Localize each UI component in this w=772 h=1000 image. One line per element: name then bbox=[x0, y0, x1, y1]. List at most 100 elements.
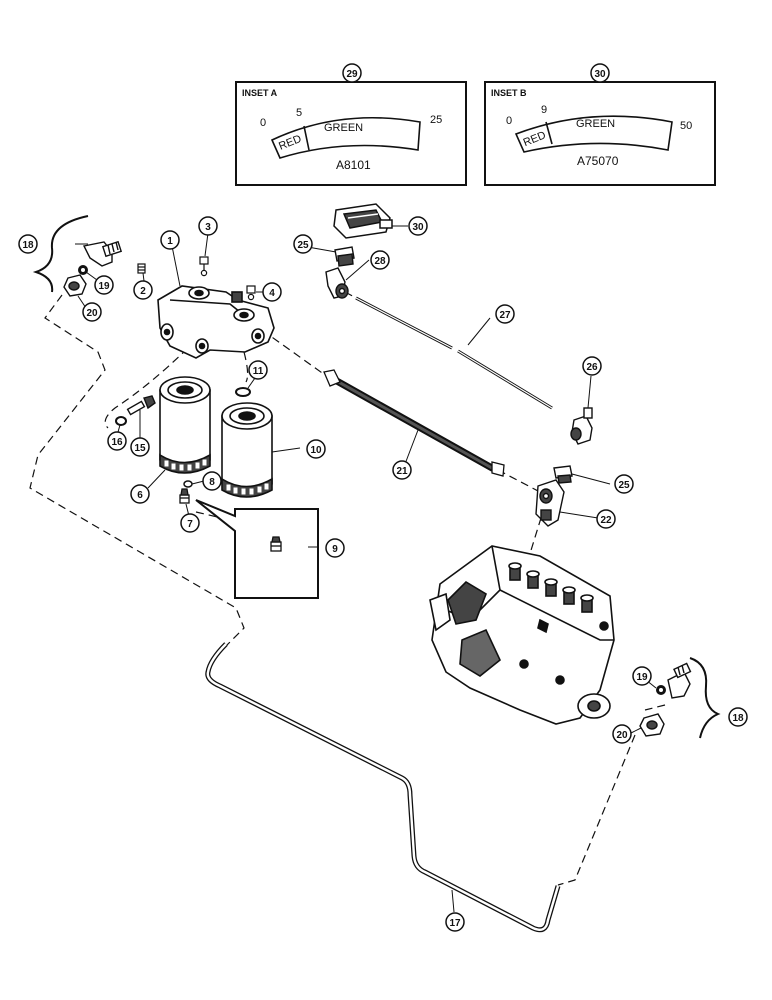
callout-25-top-label: 25 bbox=[297, 240, 309, 251]
callout-7-label: 7 bbox=[187, 519, 193, 530]
inset-a: INSET A RED GREEN 0 5 25 A8101 bbox=[235, 81, 467, 186]
callout-21: 21 bbox=[392, 460, 412, 480]
inset-b-red-limit: 9 bbox=[541, 104, 547, 116]
leader-lines bbox=[75, 225, 657, 913]
callout-30: 30 bbox=[408, 216, 428, 236]
callout-15: 15 bbox=[130, 437, 150, 457]
plug-4 bbox=[246, 285, 256, 301]
callout-28: 28 bbox=[370, 250, 390, 270]
callout-15-label: 15 bbox=[134, 443, 146, 454]
callout-17: 17 bbox=[445, 912, 465, 932]
callout-20-right-label: 20 bbox=[616, 730, 628, 741]
inset-b-min: 0 bbox=[506, 115, 512, 127]
callout-30-inset: 30 bbox=[590, 63, 610, 83]
callout-11-label: 11 bbox=[253, 366, 264, 377]
inset-a-part-code: A8101 bbox=[336, 158, 371, 172]
callout-18-right: 18 bbox=[728, 707, 748, 727]
callout-3-label: 3 bbox=[205, 222, 211, 233]
drain-plug-7 bbox=[179, 488, 190, 504]
bracket-left bbox=[32, 215, 89, 293]
callout-22-label: 22 bbox=[600, 515, 612, 526]
inset-a-min: 0 bbox=[260, 117, 266, 129]
inset-b-red-divider bbox=[545, 121, 553, 145]
callout-8-label: 8 bbox=[209, 477, 215, 488]
callout-7: 7 bbox=[180, 513, 200, 533]
callout-4-label: 4 bbox=[269, 288, 275, 299]
bolt-15 bbox=[126, 395, 156, 416]
filter-10 bbox=[221, 402, 273, 498]
hose-21 bbox=[323, 369, 505, 477]
inset-a-max: 25 bbox=[430, 114, 442, 126]
inset-b: INSET B RED GREEN 0 9 50 A75070 bbox=[484, 81, 716, 186]
ring-19-right bbox=[656, 685, 666, 695]
tee-fitting-22 bbox=[535, 479, 565, 527]
seal-8 bbox=[183, 480, 193, 488]
callout-18-left: 18 bbox=[18, 234, 38, 254]
inset-b-part-code: A75070 bbox=[577, 154, 619, 168]
callout-18-left-label: 18 bbox=[22, 240, 34, 251]
plug-3 bbox=[199, 256, 209, 277]
callout-17-label: 17 bbox=[449, 918, 461, 929]
ring-19-left bbox=[78, 265, 88, 275]
callout-11: 11 bbox=[248, 360, 268, 380]
callout-21-label: 21 bbox=[396, 466, 408, 477]
callout-20-right: 20 bbox=[612, 724, 632, 744]
inset-b-gauge-band bbox=[514, 115, 673, 153]
callout-25-top: 25 bbox=[293, 234, 313, 254]
bracket-right bbox=[689, 657, 721, 739]
inset-a-red-limit: 5 bbox=[296, 107, 302, 119]
inset-9 bbox=[195, 499, 319, 599]
seal-ring-11 bbox=[235, 387, 251, 397]
inset-a-title: INSET A bbox=[242, 88, 278, 98]
callout-19-left: 19 bbox=[94, 275, 114, 295]
callout-16: 16 bbox=[107, 431, 127, 451]
callout-27-label: 27 bbox=[499, 310, 511, 321]
callout-6-label: 6 bbox=[137, 490, 143, 501]
inset-b-title: INSET B bbox=[491, 88, 527, 98]
callout-2-label: 2 bbox=[140, 286, 146, 297]
callout-18-right-label: 18 bbox=[732, 713, 744, 724]
callout-19-right: 19 bbox=[632, 666, 652, 686]
callout-1: 1 bbox=[160, 230, 180, 250]
inset-b-max: 50 bbox=[680, 120, 692, 132]
callout-16-label: 16 bbox=[111, 437, 123, 448]
callout-9: 9 bbox=[325, 538, 345, 558]
callout-6: 6 bbox=[130, 484, 150, 504]
callout-19-right-label: 19 bbox=[636, 672, 648, 683]
callout-10: 10 bbox=[306, 439, 326, 459]
callout-1-label: 1 bbox=[167, 236, 173, 247]
elbow-fitting-left bbox=[82, 240, 123, 267]
callout-25-bottom-label: 25 bbox=[618, 480, 630, 491]
washer-16 bbox=[115, 416, 127, 426]
elbow-26 bbox=[570, 407, 593, 445]
callout-28-label: 28 bbox=[374, 256, 386, 267]
injection-pump bbox=[429, 545, 615, 725]
callout-20-left-label: 20 bbox=[86, 308, 98, 319]
inset-9-plug bbox=[270, 536, 282, 552]
callout-8: 8 bbox=[202, 471, 222, 491]
callout-30-inset-label: 30 bbox=[594, 69, 606, 80]
callout-20-left: 20 bbox=[82, 302, 102, 322]
gauge-30 bbox=[333, 203, 393, 239]
tube-27 bbox=[355, 296, 553, 410]
callout-26: 26 bbox=[582, 356, 602, 376]
plug-2 bbox=[137, 263, 146, 274]
callout-22: 22 bbox=[596, 509, 616, 529]
inset-b-green-label: GREEN bbox=[576, 118, 615, 130]
connector-25-bottom bbox=[553, 465, 573, 484]
connector-25-top bbox=[334, 246, 355, 267]
inset-a-red-divider bbox=[303, 125, 310, 151]
filter-6 bbox=[159, 376, 211, 474]
nut-20-left bbox=[63, 274, 87, 297]
callout-9-label: 9 bbox=[332, 544, 338, 555]
callout-29-label: 29 bbox=[346, 69, 358, 80]
callout-3: 3 bbox=[198, 216, 218, 236]
callout-29: 29 bbox=[342, 63, 362, 83]
callout-26-label: 26 bbox=[586, 362, 598, 373]
inset-9-frame bbox=[195, 499, 319, 599]
callout-30-label: 30 bbox=[412, 222, 424, 233]
sender-28 bbox=[325, 267, 349, 299]
callout-27: 27 bbox=[495, 304, 515, 324]
elbow-fitting-right bbox=[667, 662, 692, 699]
callout-2: 2 bbox=[133, 280, 153, 300]
